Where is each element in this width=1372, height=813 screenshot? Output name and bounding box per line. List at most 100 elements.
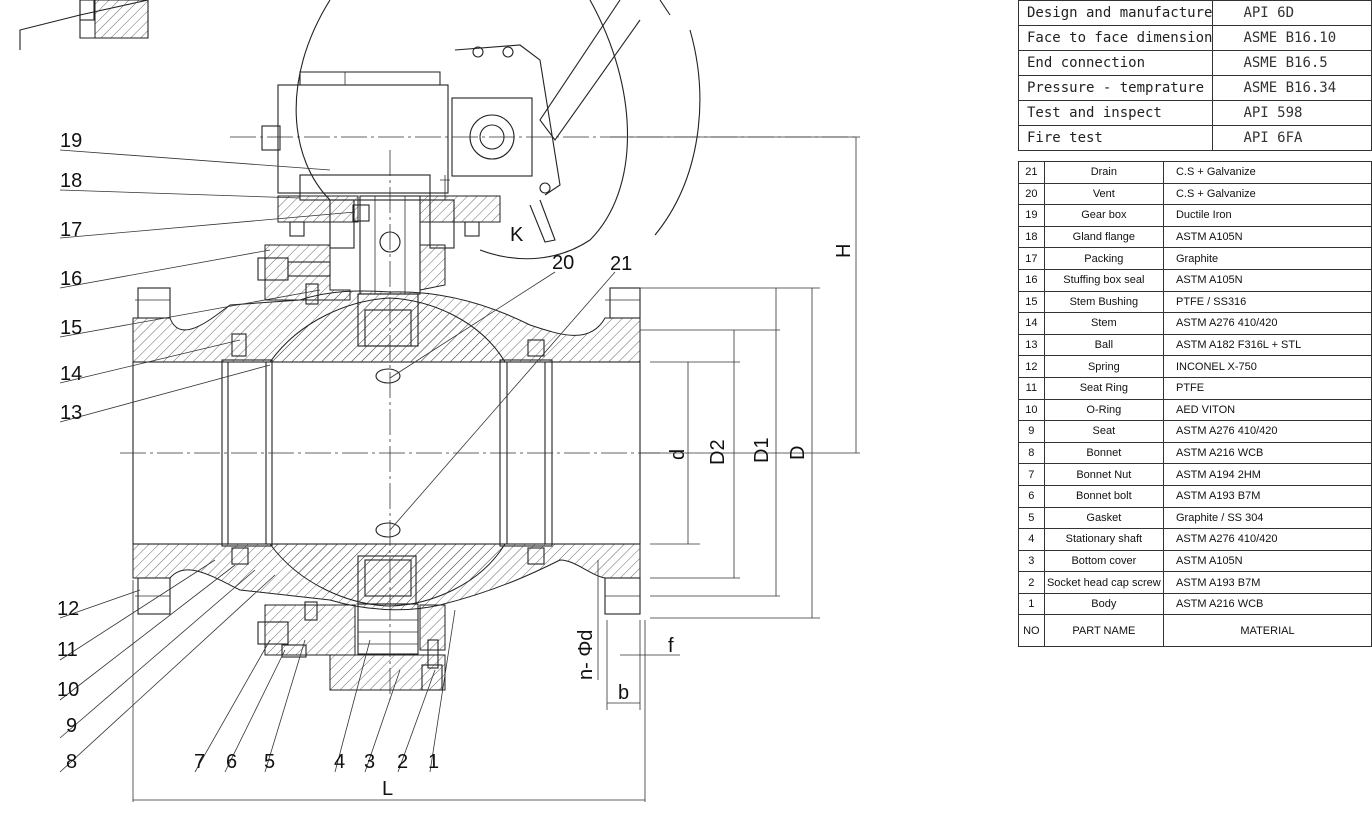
- standard-value: API 6D: [1212, 0, 1372, 26]
- callout-17: 17: [60, 219, 82, 241]
- part-no: 15: [1018, 290, 1045, 314]
- part-no: 4: [1018, 528, 1045, 551]
- callout-6: 6: [226, 751, 237, 773]
- part-name: Stem Bushing: [1043, 290, 1164, 314]
- dim-f: f: [668, 635, 674, 657]
- part-name: Gasket: [1043, 506, 1164, 530]
- part-material: ASTM A182 F316L + STL: [1162, 333, 1372, 357]
- part-material: ASTM A193 B7M: [1162, 484, 1372, 508]
- part-material: C.S + Galvanize: [1162, 161, 1372, 184]
- part-name: O-Ring: [1043, 398, 1164, 422]
- callout-21: 21: [610, 253, 632, 275]
- part-no: 7: [1018, 463, 1045, 486]
- callout-5: 5: [264, 751, 275, 773]
- part-no: 3: [1018, 549, 1045, 573]
- header-no: NO: [1018, 614, 1045, 648]
- part-no: 6: [1018, 484, 1045, 508]
- dimension-labels: K H d D2 D1 D n- Φd f b L: [382, 224, 855, 800]
- callout-3: 3: [364, 751, 375, 773]
- part-no: 19: [1018, 204, 1045, 227]
- part-name: Spring: [1043, 355, 1164, 378]
- part-material: ASTM A276 410/420: [1162, 420, 1372, 443]
- part-no: 18: [1018, 225, 1045, 249]
- callout-8: 8: [66, 751, 77, 773]
- part-name: Bonnet: [1043, 441, 1164, 465]
- part-name: Seat: [1043, 420, 1164, 443]
- valve-section-drawing: 19 18 17 16 15 14 13 20 21 12 11 10 9 8 …: [19, 0, 860, 802]
- part-material: Ductile Iron: [1162, 204, 1372, 227]
- callout-labels: 19 18 17 16 15 14 13 20 21 12 11 10 9 8 …: [57, 130, 632, 773]
- part-material: Graphite: [1162, 247, 1372, 270]
- bonnet-top: [257, 195, 501, 305]
- part-material: ASTM A276 410/420: [1162, 528, 1372, 551]
- leader-lines: [59, 149, 616, 773]
- handwheel: [295, 0, 701, 260]
- standard-value: API 6FA: [1212, 125, 1372, 151]
- callout-16: 16: [60, 268, 82, 290]
- part-name: Seat Ring: [1043, 376, 1164, 400]
- part-name: Body: [1043, 592, 1164, 616]
- part-material: ASTM A105N: [1162, 225, 1372, 249]
- standard-item: Face to face dimension: [1017, 25, 1214, 51]
- part-name: Gland flange: [1043, 225, 1164, 249]
- part-material: ASTM A105N: [1162, 268, 1372, 292]
- standard-item: End connection: [1017, 50, 1214, 76]
- callout-15: 15: [60, 317, 82, 339]
- part-name: Vent: [1043, 182, 1164, 206]
- part-material: ASTM A276 410/420: [1162, 312, 1372, 335]
- callout-20: 20: [552, 252, 574, 274]
- part-name: Stationary shaft: [1043, 528, 1164, 551]
- part-no: 17: [1018, 247, 1045, 270]
- part-name: Stuffing box seal: [1043, 268, 1164, 292]
- standard-value: ASME B16.34: [1212, 75, 1372, 101]
- detail-fragment: [19, 0, 149, 50]
- dimension-lines: [132, 136, 860, 802]
- dim-H: H: [833, 244, 855, 258]
- dim-K: K: [510, 224, 524, 246]
- dim-b: b: [618, 682, 629, 704]
- part-material: PTFE / SS316: [1162, 290, 1372, 314]
- standard-value: ASME B16.10: [1212, 25, 1372, 51]
- standard-value: ASME B16.5: [1212, 50, 1372, 76]
- part-material: ASTM A216 WCB: [1162, 441, 1372, 465]
- callout-9: 9: [66, 715, 77, 737]
- part-material: ASTM A193 B7M: [1162, 571, 1372, 594]
- callout-2: 2: [397, 751, 408, 773]
- dim-n-phi-d: n- Φd: [575, 630, 597, 680]
- part-no: 8: [1018, 441, 1045, 465]
- callout-10: 10: [57, 679, 79, 701]
- part-material: ASTM A216 WCB: [1162, 592, 1372, 616]
- standard-item: Design and manufacture: [1017, 0, 1214, 26]
- part-no: 21: [1018, 161, 1045, 184]
- part-name: Ball: [1043, 333, 1164, 357]
- part-material: ASTM A194 2HM: [1162, 463, 1372, 486]
- part-no: 1: [1018, 592, 1045, 616]
- part-no: 9: [1018, 420, 1045, 443]
- callout-1: 1: [428, 751, 439, 773]
- part-material: PTFE: [1162, 376, 1372, 400]
- part-no: 14: [1018, 312, 1045, 335]
- bottom-assembly: [257, 555, 446, 691]
